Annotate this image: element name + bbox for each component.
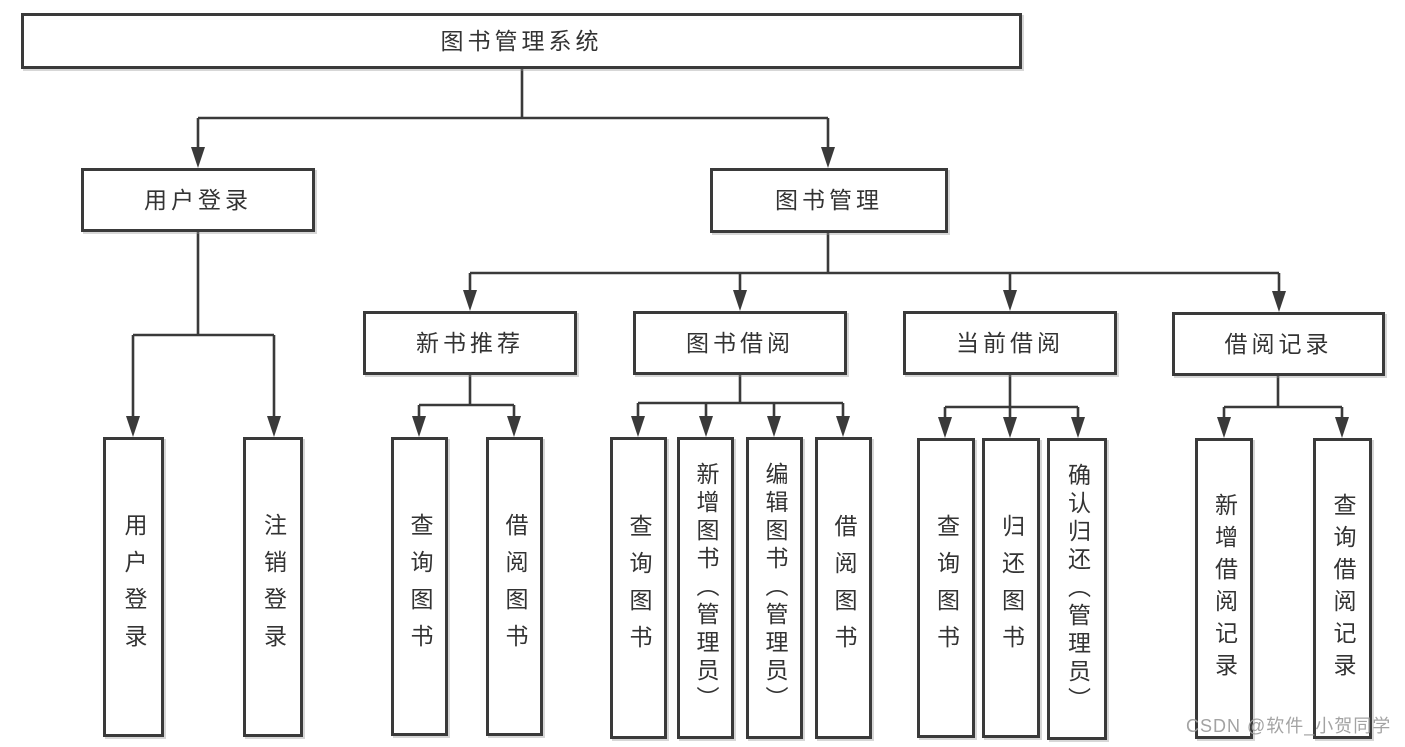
arrowheads <box>126 147 1349 438</box>
node-library-management-system: 图书管理系统 <box>21 13 1022 69</box>
csdn-watermark: CSDN @软件_小贺同学 <box>1186 716 1392 736</box>
leaf-borrow-books-1: 借阅图书 <box>486 437 543 736</box>
leaf-add-borrow-record-label: 新增借阅记录 <box>1211 492 1238 685</box>
leaf-edit-books-admin-label: 编辑图书（管理员） <box>762 462 788 714</box>
leaf-confirm-return-admin-label: 确认归还（管理员） <box>1064 463 1091 715</box>
leaf-search-books-1: 查询图书 <box>391 437 448 736</box>
node-current-borrowing: 当前借阅 <box>903 311 1117 375</box>
leaf-add-books-admin: 新增图书（管理员） <box>677 437 734 739</box>
leaf-edit-books-admin: 编辑图书（管理员） <box>746 437 803 739</box>
leaf-borrow-books-2: 借阅图书 <box>815 437 872 739</box>
node-current-borrowing-label: 当前借阅 <box>956 329 1064 356</box>
leaf-logout: 注销登录 <box>243 437 303 737</box>
leaf-return-books-label: 归还图书 <box>998 514 1025 662</box>
leaf-borrow-books-2-label: 借阅图书 <box>831 514 857 662</box>
node-user-login: 用户登录 <box>81 168 315 232</box>
node-new-book-recommend-label: 新书推荐 <box>416 329 524 356</box>
leaf-user-login-label: 用户登录 <box>121 513 147 661</box>
leaf-search-books-3: 查询图书 <box>917 438 975 738</box>
leaf-return-books: 归还图书 <box>982 438 1040 738</box>
node-book-management: 图书管理 <box>710 168 948 233</box>
leaf-search-books-1-label: 查询图书 <box>407 512 433 661</box>
leaf-confirm-return-admin: 确认归还（管理员） <box>1047 438 1107 740</box>
leaf-add-books-admin-label: 新增图书（管理员） <box>693 462 719 714</box>
node-new-book-recommend: 新书推荐 <box>363 311 577 375</box>
leaf-search-books-3-label: 查询图书 <box>933 514 960 662</box>
leaf-search-borrow-record: 查询借阅记录 <box>1313 438 1372 739</box>
leaf-borrow-books-1-label: 借阅图书 <box>502 512 528 661</box>
leaf-search-books-2: 查询图书 <box>610 437 667 739</box>
leaf-logout-label: 注销登录 <box>260 513 287 661</box>
node-book-borrowing: 图书借阅 <box>633 311 847 375</box>
node-book-borrowing-label: 图书借阅 <box>686 329 794 356</box>
leaf-search-books-2-label: 查询图书 <box>626 514 652 662</box>
node-book-management-label: 图书管理 <box>775 187 883 213</box>
node-borrowing-records-label: 借阅记录 <box>1224 330 1333 357</box>
leaf-user-login: 用户登录 <box>103 437 164 737</box>
node-library-management-system-label: 图书管理系统 <box>440 27 603 54</box>
leaf-add-borrow-record: 新增借阅记录 <box>1195 438 1253 739</box>
node-user-login-label: 用户登录 <box>144 186 252 213</box>
leaf-search-borrow-record-label: 查询借阅记录 <box>1330 492 1356 685</box>
node-borrowing-records: 借阅记录 <box>1172 312 1385 376</box>
